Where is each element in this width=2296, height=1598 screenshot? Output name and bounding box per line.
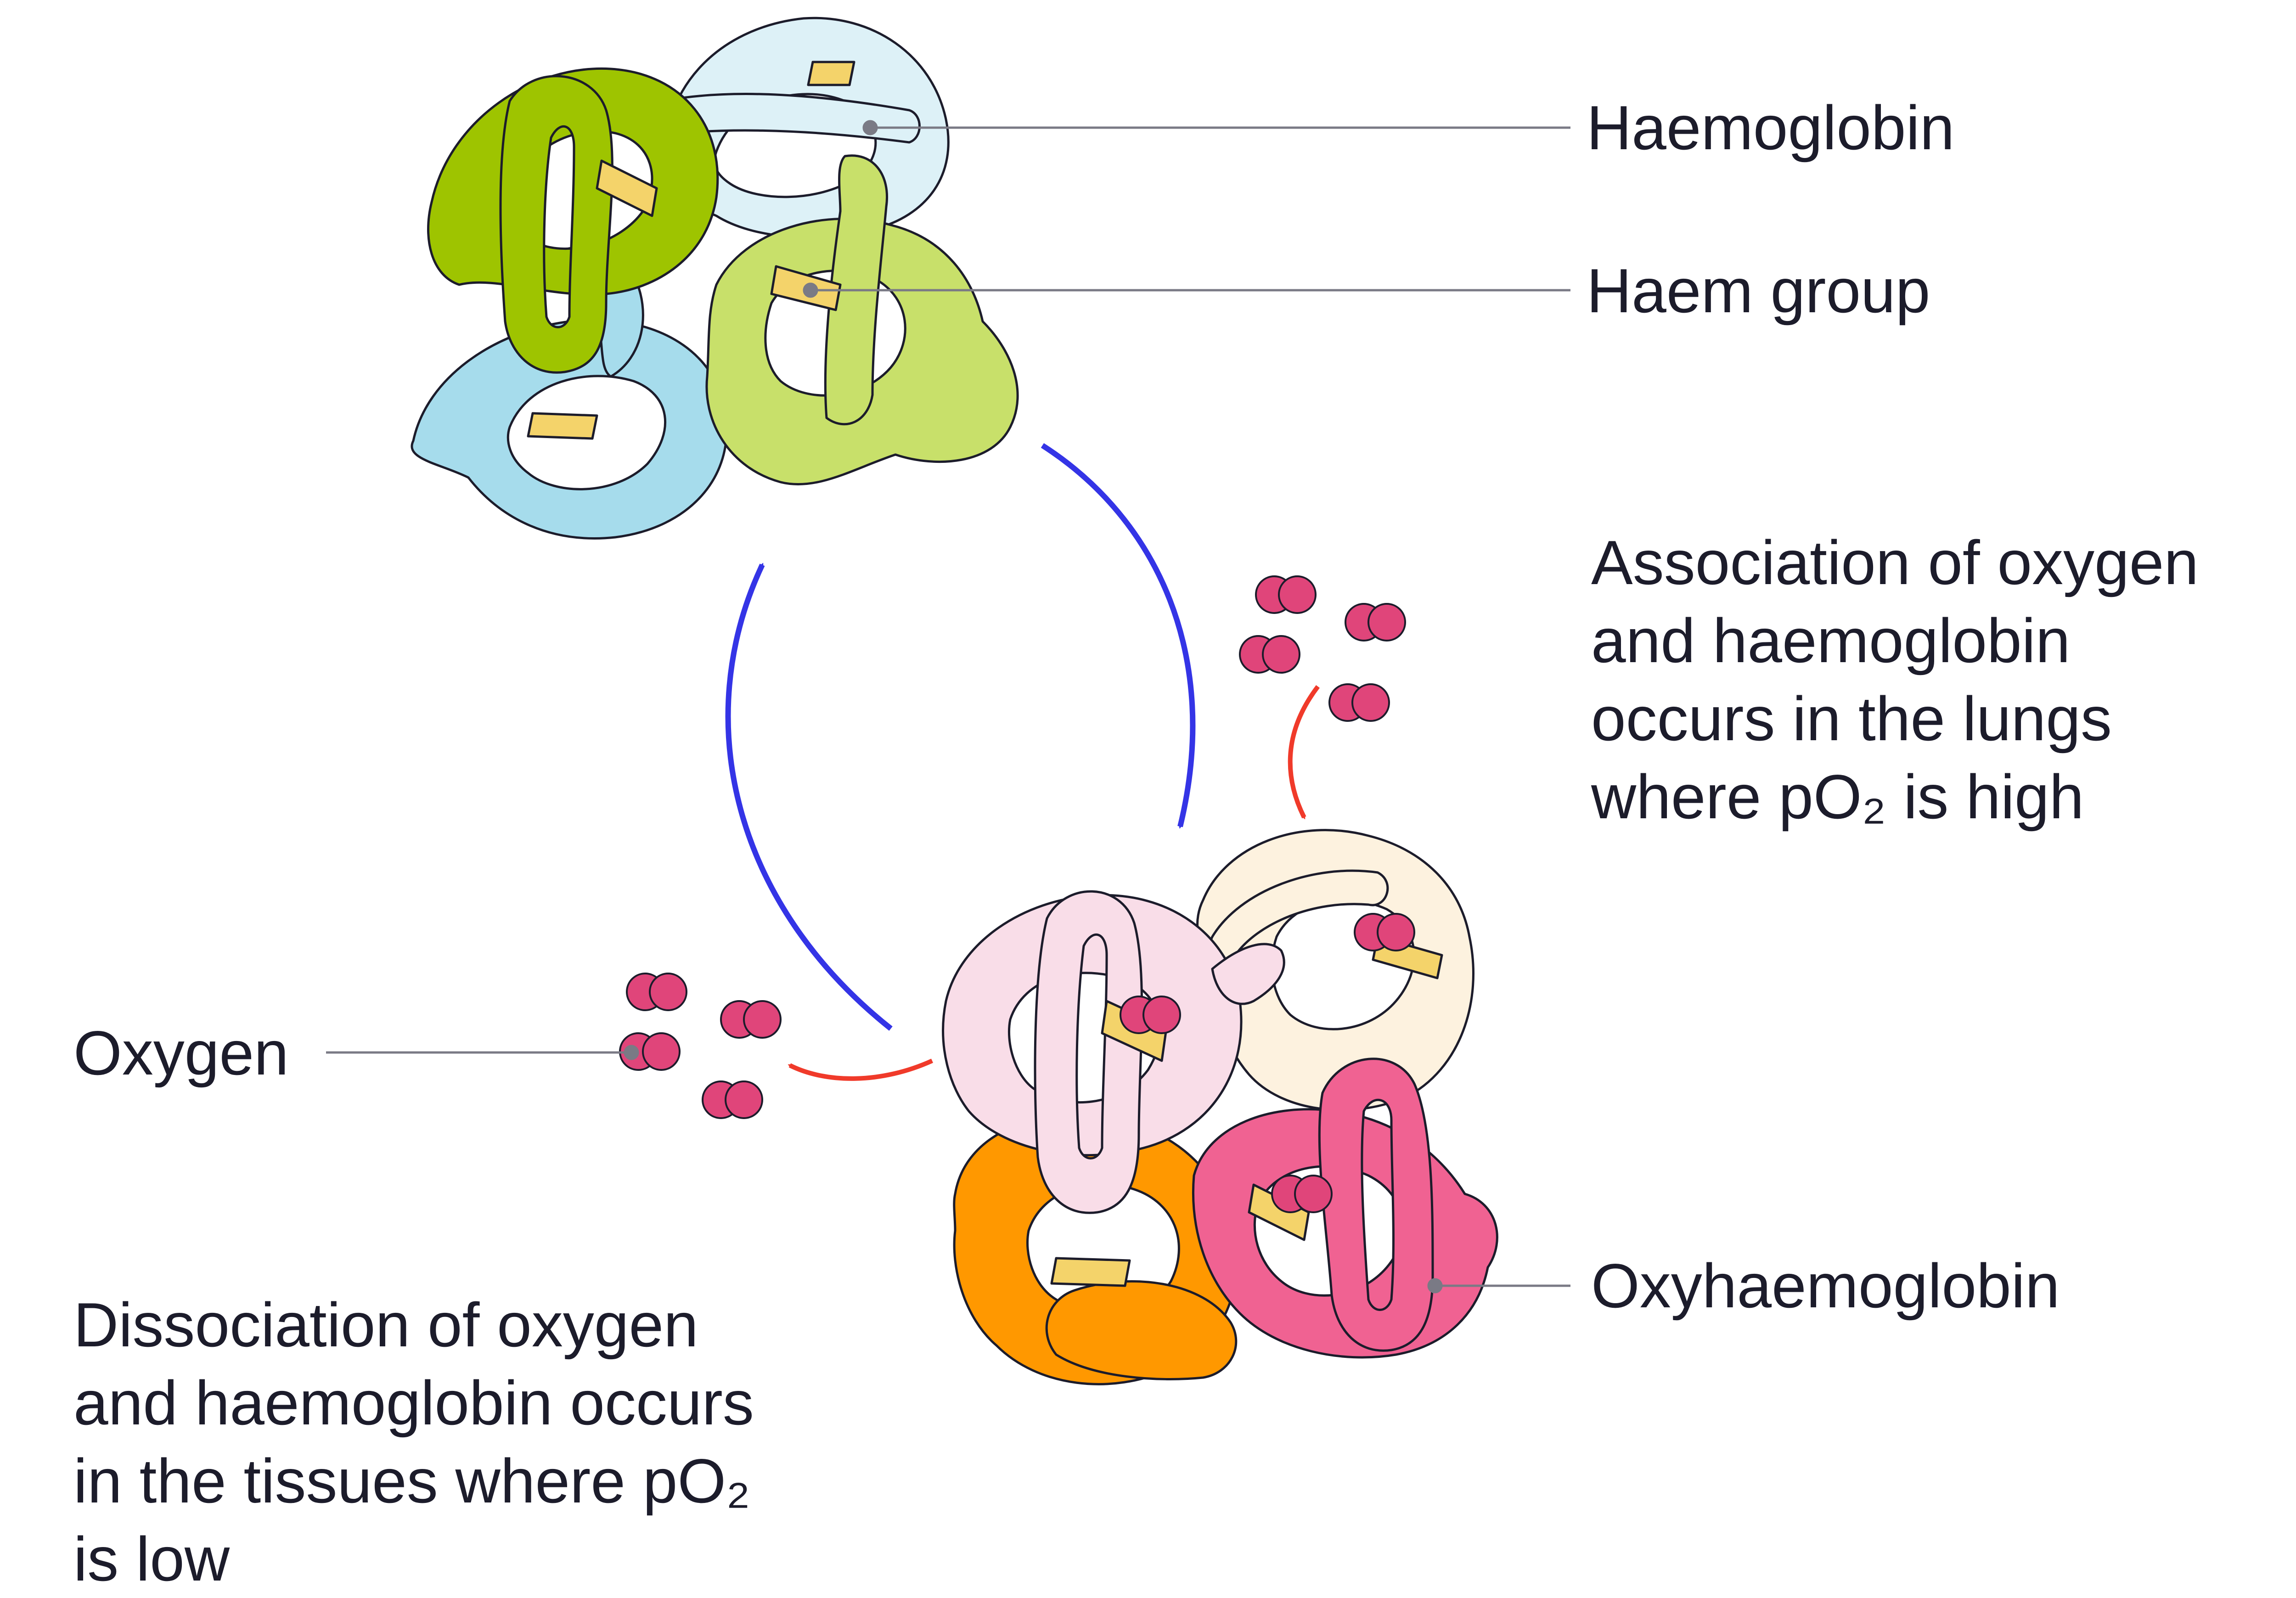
dissociation-line: Dissociation of oxygen bbox=[73, 1290, 698, 1360]
dissociation-line: and haemoglobin occurs bbox=[73, 1368, 754, 1438]
blue-arrow-dissociation bbox=[725, 563, 893, 1031]
cycle-arrows bbox=[725, 443, 1320, 1081]
haem-group-label: Haem group bbox=[1587, 256, 1930, 326]
association-line: and haemoglobin bbox=[1591, 606, 2071, 675]
red-arrow-oxygen-in bbox=[1288, 685, 1320, 820]
oxygen-label: Oxygen bbox=[73, 1018, 289, 1088]
dissociation-line: is low bbox=[73, 1524, 230, 1594]
association-line: occurs in the lungs bbox=[1591, 684, 2112, 754]
oxy-subunit-pink bbox=[1192, 1058, 1498, 1359]
oxygen-molecules-lungs bbox=[1239, 575, 1406, 722]
oxyhaemoglobin-molecule bbox=[942, 829, 1498, 1385]
association-line: Association of oxygen bbox=[1591, 528, 2199, 597]
bound-oxygen bbox=[1120, 913, 1415, 1213]
oxyhaemoglobin-label: Oxyhaemoglobin bbox=[1591, 1251, 2060, 1321]
dissociation-description: Dissociation of oxygen and haemoglobin o… bbox=[73, 1286, 754, 1598]
dissociation-line: in the tissues where pO₂ bbox=[73, 1446, 750, 1516]
red-arrow-oxygen-out bbox=[788, 1058, 934, 1081]
haemoglobin-label: Haemoglobin bbox=[1587, 93, 1955, 163]
hb-subunit-dark-green bbox=[427, 67, 719, 374]
blue-arrow-association bbox=[1041, 443, 1196, 829]
association-line: where pO₂ is high bbox=[1591, 762, 2084, 832]
oxy-subunit-pale-pink bbox=[942, 890, 1285, 1214]
leader-lines bbox=[326, 120, 1570, 1294]
haemoglobin-molecule bbox=[411, 17, 1019, 540]
oxygen-molecules-tissues bbox=[619, 973, 782, 1119]
association-description: Association of oxygen and haemoglobin oc… bbox=[1591, 523, 2199, 836]
